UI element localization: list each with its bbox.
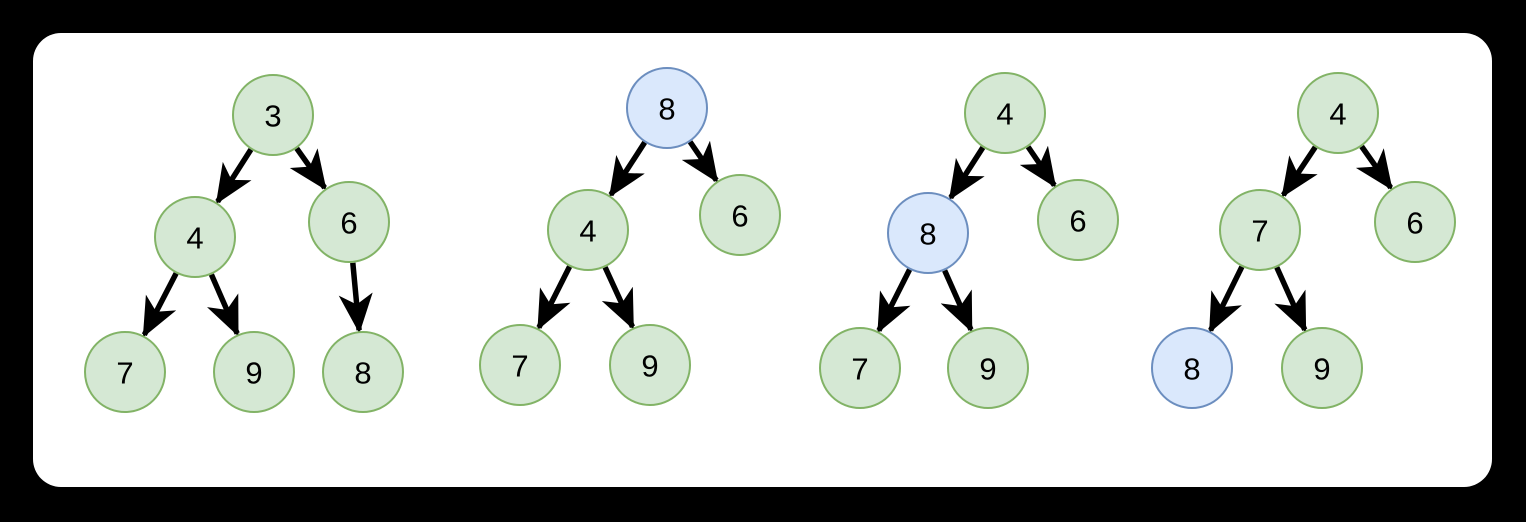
tree-node-circle <box>1297 72 1379 154</box>
tree-node-label: 8 <box>354 356 371 391</box>
tree-edge-6-to-8 <box>338 262 373 334</box>
tree-node-highlighted[interactable]: 8 <box>1151 327 1233 409</box>
tree-edge-8-to-6 <box>681 140 719 184</box>
tree-node-label: 9 <box>1313 352 1330 387</box>
tree-node-label: 9 <box>641 349 658 384</box>
tree-node-label: 4 <box>186 221 203 256</box>
tree-node-circle <box>1374 181 1456 263</box>
tree-edge-7-to-8 <box>1208 265 1245 334</box>
tree-edge-8-to-9 <box>940 269 974 333</box>
tree-node-circle <box>213 331 295 413</box>
tree-node-label: 3 <box>264 99 281 134</box>
tree-node[interactable]: 6 <box>1374 181 1456 263</box>
tree-node[interactable]: 6 <box>308 181 390 263</box>
tree-node-circle <box>699 174 781 256</box>
tree-edges-layer <box>141 140 1394 338</box>
tree-edge-4-to-7 <box>141 272 179 338</box>
tree-node[interactable]: 9 <box>213 331 295 413</box>
tree-node[interactable]: 6 <box>699 174 781 256</box>
tree-node-label: 7 <box>851 352 868 387</box>
tree-node[interactable]: 7 <box>1219 189 1301 271</box>
tree-node-circle <box>232 74 314 156</box>
tree-node-label: 6 <box>731 199 748 234</box>
tree-node-circle <box>1151 327 1233 409</box>
tree-node-label: 6 <box>1069 204 1086 239</box>
tree-node[interactable]: 4 <box>154 196 236 278</box>
tree-edge-4-to-9 <box>207 273 240 337</box>
tree-edge-8-to-7 <box>876 268 913 334</box>
tree-node-label: 9 <box>979 352 996 387</box>
tree-node[interactable]: 9 <box>947 327 1029 409</box>
tree-node-circle <box>609 324 691 406</box>
tree-node[interactable]: 4 <box>964 72 1046 154</box>
tree-edge-4-to-6 <box>1019 145 1057 189</box>
tree-node-label: 4 <box>579 214 596 249</box>
tree-node-circle <box>308 181 390 263</box>
tree-edge-4-to-7 <box>1281 145 1318 198</box>
tree-node-label: 7 <box>116 356 133 391</box>
tree-node-label: 4 <box>996 97 1013 132</box>
tree-node[interactable]: 4 <box>1297 72 1379 154</box>
tree-edge-4-to-9 <box>601 266 635 330</box>
tree-node[interactable]: 7 <box>84 331 166 413</box>
tree-node-label: 8 <box>658 92 675 127</box>
tree-node-circle <box>964 72 1046 154</box>
tree-node-label: 6 <box>340 206 357 241</box>
tree-node-label: 8 <box>1183 352 1200 387</box>
tree-edge-7-to-9 <box>1274 266 1308 333</box>
tree-node-circle <box>154 196 236 278</box>
tree-node-label: 7 <box>1251 214 1268 249</box>
tree-node-label: 8 <box>919 217 936 252</box>
tree-node-label: 6 <box>1406 206 1423 241</box>
tree-edge-4-to-6 <box>1355 144 1394 191</box>
tree-edge-3-to-6 <box>289 146 327 191</box>
tree-node-circle <box>547 189 629 271</box>
tree-node-circle <box>479 324 561 406</box>
tree-node[interactable]: 7 <box>479 324 561 406</box>
tree-node-label: 4 <box>1329 97 1346 132</box>
tree-node-label: 9 <box>245 356 262 391</box>
tree-node-circle <box>1219 189 1301 271</box>
tree-edge-8-to-4 <box>608 140 648 198</box>
tree-node-circle <box>1037 179 1119 261</box>
tree-node-circle <box>819 327 901 409</box>
tree-edge-3-to-4 <box>215 148 254 205</box>
tree-node[interactable]: 9 <box>1281 327 1363 409</box>
tree-node-circle <box>626 67 708 149</box>
tree-node-highlighted[interactable]: 8 <box>887 192 969 274</box>
tree-node[interactable]: 9 <box>609 324 691 406</box>
tree-node-highlighted[interactable]: 8 <box>626 67 708 149</box>
tree-node[interactable]: 8 <box>322 331 404 413</box>
tree-edge-4-to-7 <box>536 265 573 331</box>
tree-edge-4-to-8 <box>948 146 986 201</box>
tree-node-circle <box>887 192 969 274</box>
tree-node-circle <box>84 331 166 413</box>
tree-node[interactable]: 6 <box>1037 179 1119 261</box>
tree-node[interactable]: 3 <box>232 74 314 156</box>
tree-node-circle <box>322 331 404 413</box>
tree-node[interactable]: 7 <box>819 327 901 409</box>
tree-node-circle <box>947 327 1029 409</box>
tree-node[interactable]: 4 <box>547 189 629 271</box>
tree-nodes-layer: 3 4 6 7 9 8 8 4 6 7 9 4 8 6 7 9 4 7 6 8 9 <box>84 67 1456 413</box>
tree-node-circle <box>1281 327 1363 409</box>
tree-node-label: 7 <box>511 349 528 384</box>
